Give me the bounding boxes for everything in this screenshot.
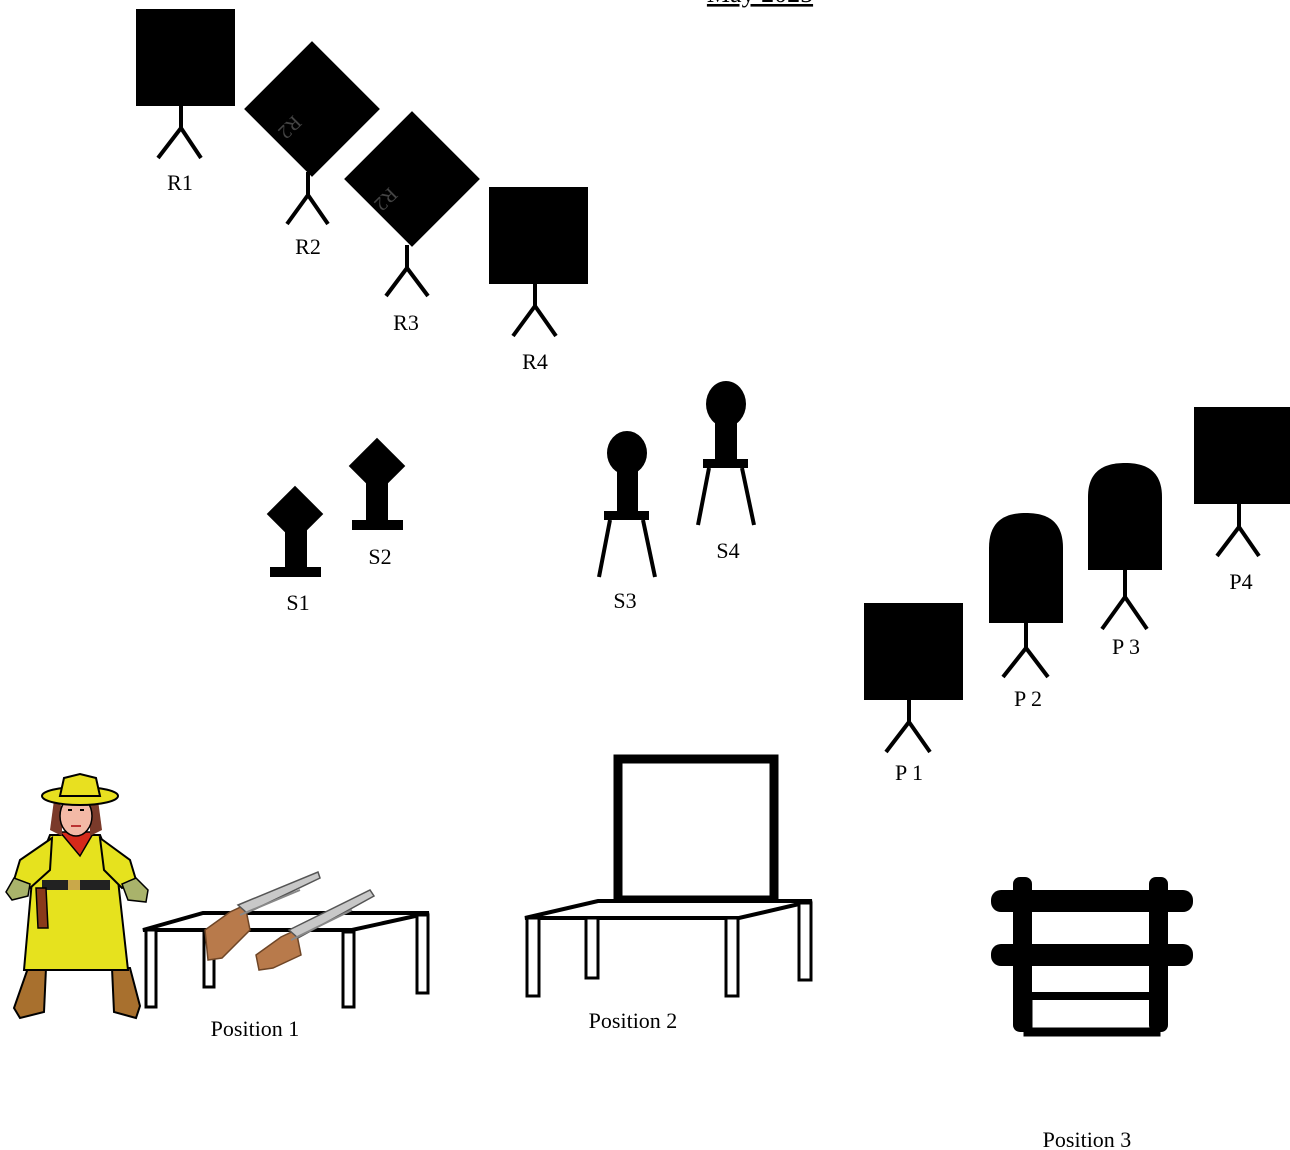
rifle-target-label: R4 bbox=[522, 349, 548, 374]
pistol-target-p2: P 2 bbox=[989, 513, 1063, 711]
rifle-target-r3: R2 R3 bbox=[344, 111, 480, 335]
shotgun-target-label: S2 bbox=[368, 544, 391, 569]
position-label: Position 2 bbox=[589, 1008, 678, 1033]
shotgun-target-s4: S4 bbox=[698, 381, 754, 563]
pistol-target-label: P 1 bbox=[895, 760, 923, 785]
pistol-target-label: P4 bbox=[1229, 569, 1252, 594]
shotgun-target-label: S1 bbox=[286, 590, 309, 615]
rifle-target-r1: R1 bbox=[136, 9, 235, 195]
position-label: Position 3 bbox=[1043, 1127, 1132, 1150]
position-3-fence bbox=[991, 877, 1193, 1034]
rifle-target-label: R3 bbox=[393, 310, 419, 335]
rifle-target-label: R2 bbox=[295, 234, 321, 259]
shotgun-target-s3: S3 bbox=[599, 431, 655, 613]
shotgun-target-s1: S1 bbox=[267, 486, 324, 615]
pistol-target-label: P 2 bbox=[1014, 686, 1042, 711]
position-2-table-with-box bbox=[525, 759, 812, 996]
rifle-target-label: R1 bbox=[167, 170, 193, 195]
shotgun-target-label: S3 bbox=[613, 588, 636, 613]
pistol-target-label: P 3 bbox=[1112, 634, 1140, 659]
shotgun-target-s2: S2 bbox=[349, 438, 406, 569]
rifle-target-r4: R4 bbox=[489, 187, 588, 374]
cowgirl-shooter-icon bbox=[6, 774, 148, 1018]
shotgun-target-label: S4 bbox=[716, 538, 739, 563]
rifle-target-r2: R2 R2 bbox=[244, 41, 380, 259]
position-label: Position 1 bbox=[211, 1016, 300, 1041]
pistol-target-p4: P4 bbox=[1194, 407, 1290, 594]
stage-header: May 2025 bbox=[707, 0, 813, 8]
pistol-target-p3: P 3 bbox=[1088, 463, 1162, 659]
pistol-target-p1: P 1 bbox=[864, 603, 963, 785]
